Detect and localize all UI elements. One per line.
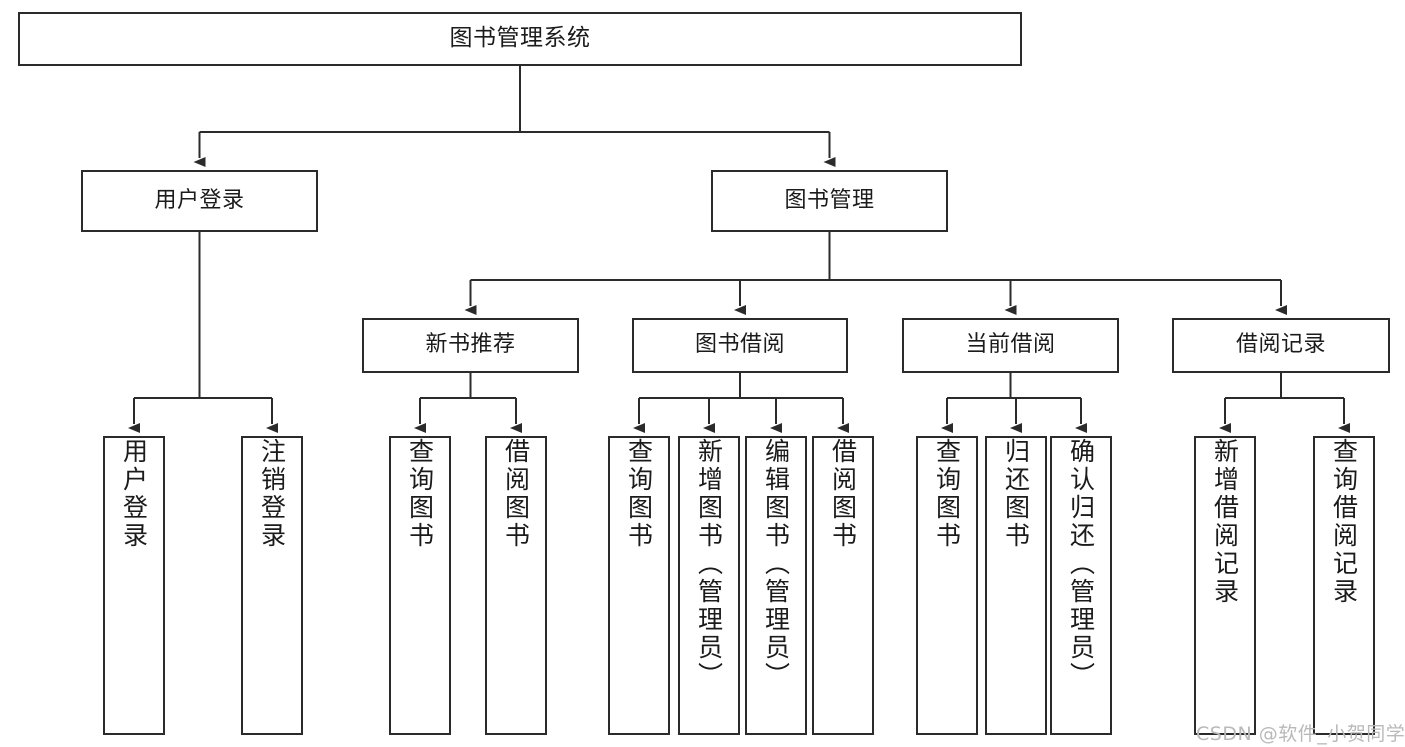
node-label: 当前借阅 xyxy=(965,332,1056,358)
node-leaf-add-book-admin[interactable]: 新增图书（管理员） xyxy=(678,436,740,735)
node-label: 图书借阅 xyxy=(694,332,785,358)
node-root-system[interactable]: 图书管理系统 xyxy=(18,12,1022,66)
node-label: 编辑图书（管理员） xyxy=(761,438,791,690)
node-leaf-query-book-1[interactable]: 查询图书 xyxy=(389,436,451,735)
node-label: 借阅记录 xyxy=(1235,332,1326,358)
node-label: 新增图书（管理员） xyxy=(694,438,724,690)
node-label: 归还图书 xyxy=(1001,438,1031,550)
node-current-borrow[interactable]: 当前借阅 xyxy=(902,318,1119,373)
node-label: 查询借阅记录 xyxy=(1329,438,1359,606)
node-label: 确认归还（管理员） xyxy=(1066,438,1096,690)
node-label: 注销登录 xyxy=(257,438,287,550)
node-leaf-query-book-3[interactable]: 查询图书 xyxy=(916,436,978,735)
node-label: 图书管理系统 xyxy=(449,25,591,52)
node-leaf-confirm-return-admin[interactable]: 确认归还（管理员） xyxy=(1050,436,1112,735)
node-label: 图书管理 xyxy=(784,187,875,213)
node-leaf-logout-login[interactable]: 注销登录 xyxy=(241,436,303,735)
node-label: 用户登录 xyxy=(119,438,149,550)
node-user-login[interactable]: 用户登录 xyxy=(81,170,318,232)
node-borrow-record[interactable]: 借阅记录 xyxy=(1172,318,1390,373)
node-leaf-edit-book-admin[interactable]: 编辑图书（管理员） xyxy=(745,436,807,735)
node-new-book-recommend[interactable]: 新书推荐 xyxy=(362,318,579,373)
node-leaf-user-login[interactable]: 用户登录 xyxy=(103,436,165,735)
node-label: 新书推荐 xyxy=(425,332,516,358)
node-label: 查询图书 xyxy=(932,438,962,550)
node-leaf-borrow-book-1[interactable]: 借阅图书 xyxy=(485,436,547,735)
node-label: 新增借阅记录 xyxy=(1210,438,1240,606)
watermark-text: CSDN @软件_小贺同学 xyxy=(1196,723,1405,745)
node-leaf-query-book-2[interactable]: 查询图书 xyxy=(608,436,670,735)
node-label: 查询图书 xyxy=(405,438,435,550)
node-leaf-query-borrow-record[interactable]: 查询借阅记录 xyxy=(1313,436,1375,735)
node-leaf-add-borrow-record[interactable]: 新增借阅记录 xyxy=(1194,436,1256,735)
node-book-management[interactable]: 图书管理 xyxy=(711,170,948,232)
node-label: 查询图书 xyxy=(624,438,654,550)
node-label: 借阅图书 xyxy=(828,438,858,550)
node-leaf-return-book[interactable]: 归还图书 xyxy=(985,436,1047,735)
node-label: 用户登录 xyxy=(154,187,245,213)
node-label: 借阅图书 xyxy=(501,438,531,550)
node-leaf-borrow-book-2[interactable]: 借阅图书 xyxy=(812,436,874,735)
node-book-borrow[interactable]: 图书借阅 xyxy=(632,318,848,373)
